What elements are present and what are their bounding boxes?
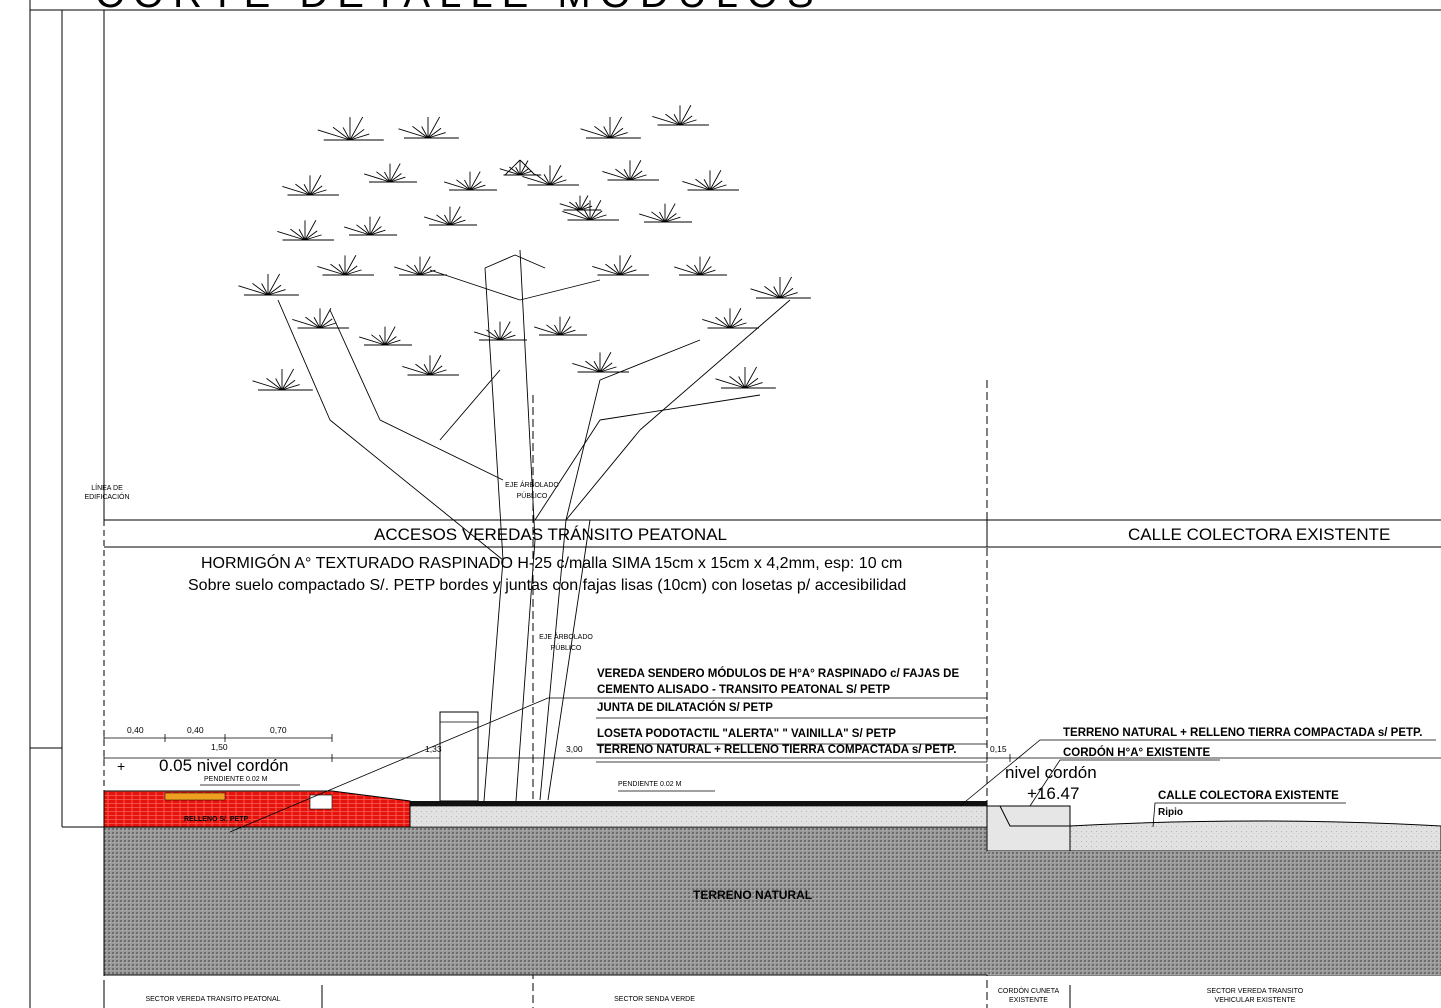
dim-040a: 0,40 — [127, 725, 144, 735]
tree-axis-label-b1: EJE ÁRBOLADO — [539, 634, 593, 641]
tree-axis-label-b: EJE ÁRBOLADO PÚBLICO — [534, 634, 598, 652]
sector-vehicular-1: SECTOR VEREDA TRANSITO — [1206, 988, 1304, 995]
gravel-subbase — [409, 805, 988, 828]
dimension-lines — [103, 734, 1441, 762]
dim-015: 0,15 — [990, 744, 1007, 754]
sector-senda: SECTOR SENDA VERDE — [614, 996, 695, 1003]
terreno-natural-label: TERRENO NATURAL — [693, 888, 813, 902]
sidewalk-slab — [410, 801, 987, 806]
band-header-left: ACCESOS VEREDAS TRÁNSITO PEATONAL — [374, 525, 728, 544]
tactile-tile — [164, 792, 226, 801]
dim-150: 1,50 — [211, 742, 228, 752]
sector-cordon-1: CORDÓN CUNETA — [997, 988, 1060, 995]
building-line-label-1: LÍNEA DE — [91, 485, 123, 492]
callout-ripio: Ripio — [1158, 807, 1183, 818]
callout-terreno-right: TERRENO NATURAL + RELLENO TIERRA COMPACT… — [1063, 727, 1423, 739]
callout-junta: JUNTA DE DILATACIÓN S/ PETP — [597, 702, 773, 714]
callout-loseta: LOSETA PODOTACTIL "ALERTA" " VAINILLA" S… — [597, 728, 896, 740]
sector-cordon-2: EXISTENTE — [1009, 997, 1048, 1004]
dim-133: 1,33 — [425, 744, 442, 754]
sector-vehicular: SECTOR VEREDA TRANSITO VEHICULAR EXISTEN… — [1140, 988, 1370, 1004]
tree-axis-label-2: PÚBLICO — [516, 493, 548, 500]
post — [439, 711, 479, 802]
leader-lines — [200, 697, 1436, 833]
building-line-label: LÍNEA DE EDIFICACIÓN — [82, 485, 132, 501]
curb-box — [309, 794, 333, 810]
dim-070: 0,70 — [270, 725, 287, 735]
callout-terreno-left: TERRENO NATURAL + RELLENO TIERRA COMPACT… — [597, 744, 957, 756]
sector-vehicular-2: VEHICULAR EXISTENTE — [1214, 997, 1296, 1004]
building-line-label-2: EDIFICACIÓN — [84, 494, 130, 501]
relleno-label: RELLENO S/. PETP — [184, 816, 249, 823]
sector-vereda: SECTOR VEREDA TRANSITO PEATONAL — [145, 996, 281, 1003]
spec-line-1: HORMIGÓN A° TEXTURADO RASPINADO H-25 c/m… — [201, 555, 903, 572]
level-nivel-cordon-right: nivel cordón — [1005, 763, 1097, 782]
tree-illustration — [238, 105, 811, 802]
sheet-frame — [29, 0, 1441, 1008]
tree-axis-label: EJE ÁRBOLADO PÚBLICO — [500, 482, 564, 500]
sheet-title: CORTE DETALLE MÓDULOS — [95, 0, 823, 14]
level-plus: + — [117, 758, 126, 774]
level-nivel-cordon-left: 0.05 nivel cordón — [159, 756, 289, 775]
pendiente-2: PENDIENTE 0.02 M — [618, 781, 682, 788]
sector-cordon: CORDÓN CUNETA EXISTENTE — [987, 988, 1070, 1004]
dim-300: 3,00 — [566, 744, 583, 754]
pendiente-1: PENDIENTE 0.02 M — [204, 776, 268, 783]
tree-axis-label-1: EJE ÁRBOLADO — [505, 482, 559, 489]
callout-vereda-2: CEMENTO ALISADO - TRANSITO PEATONAL S/ P… — [597, 684, 891, 696]
sector-ticks — [103, 985, 1071, 1008]
callout-calle: CALLE COLECTORA EXISTENTE — [1158, 790, 1339, 802]
callout-vereda-1: VEREDA SENDERO MÓDULOS DE H°A° RASPINADO… — [597, 668, 960, 680]
spec-line-2: Sobre suelo compactado S/. PETP bordes y… — [188, 577, 907, 594]
tree-axis-label-b2: PÚBLICO — [550, 645, 582, 652]
callout-cordon: CORDÓN H°A° EXISTENTE — [1063, 747, 1211, 759]
level-value: +16.47 — [1027, 784, 1080, 803]
red-fill-block — [103, 790, 411, 828]
curb-road-profile — [986, 805, 1441, 975]
band-header-right: CALLE COLECTORA EXISTENTE — [1128, 525, 1391, 544]
dim-040b: 0,40 — [187, 725, 204, 735]
header-bands — [104, 519, 1441, 548]
